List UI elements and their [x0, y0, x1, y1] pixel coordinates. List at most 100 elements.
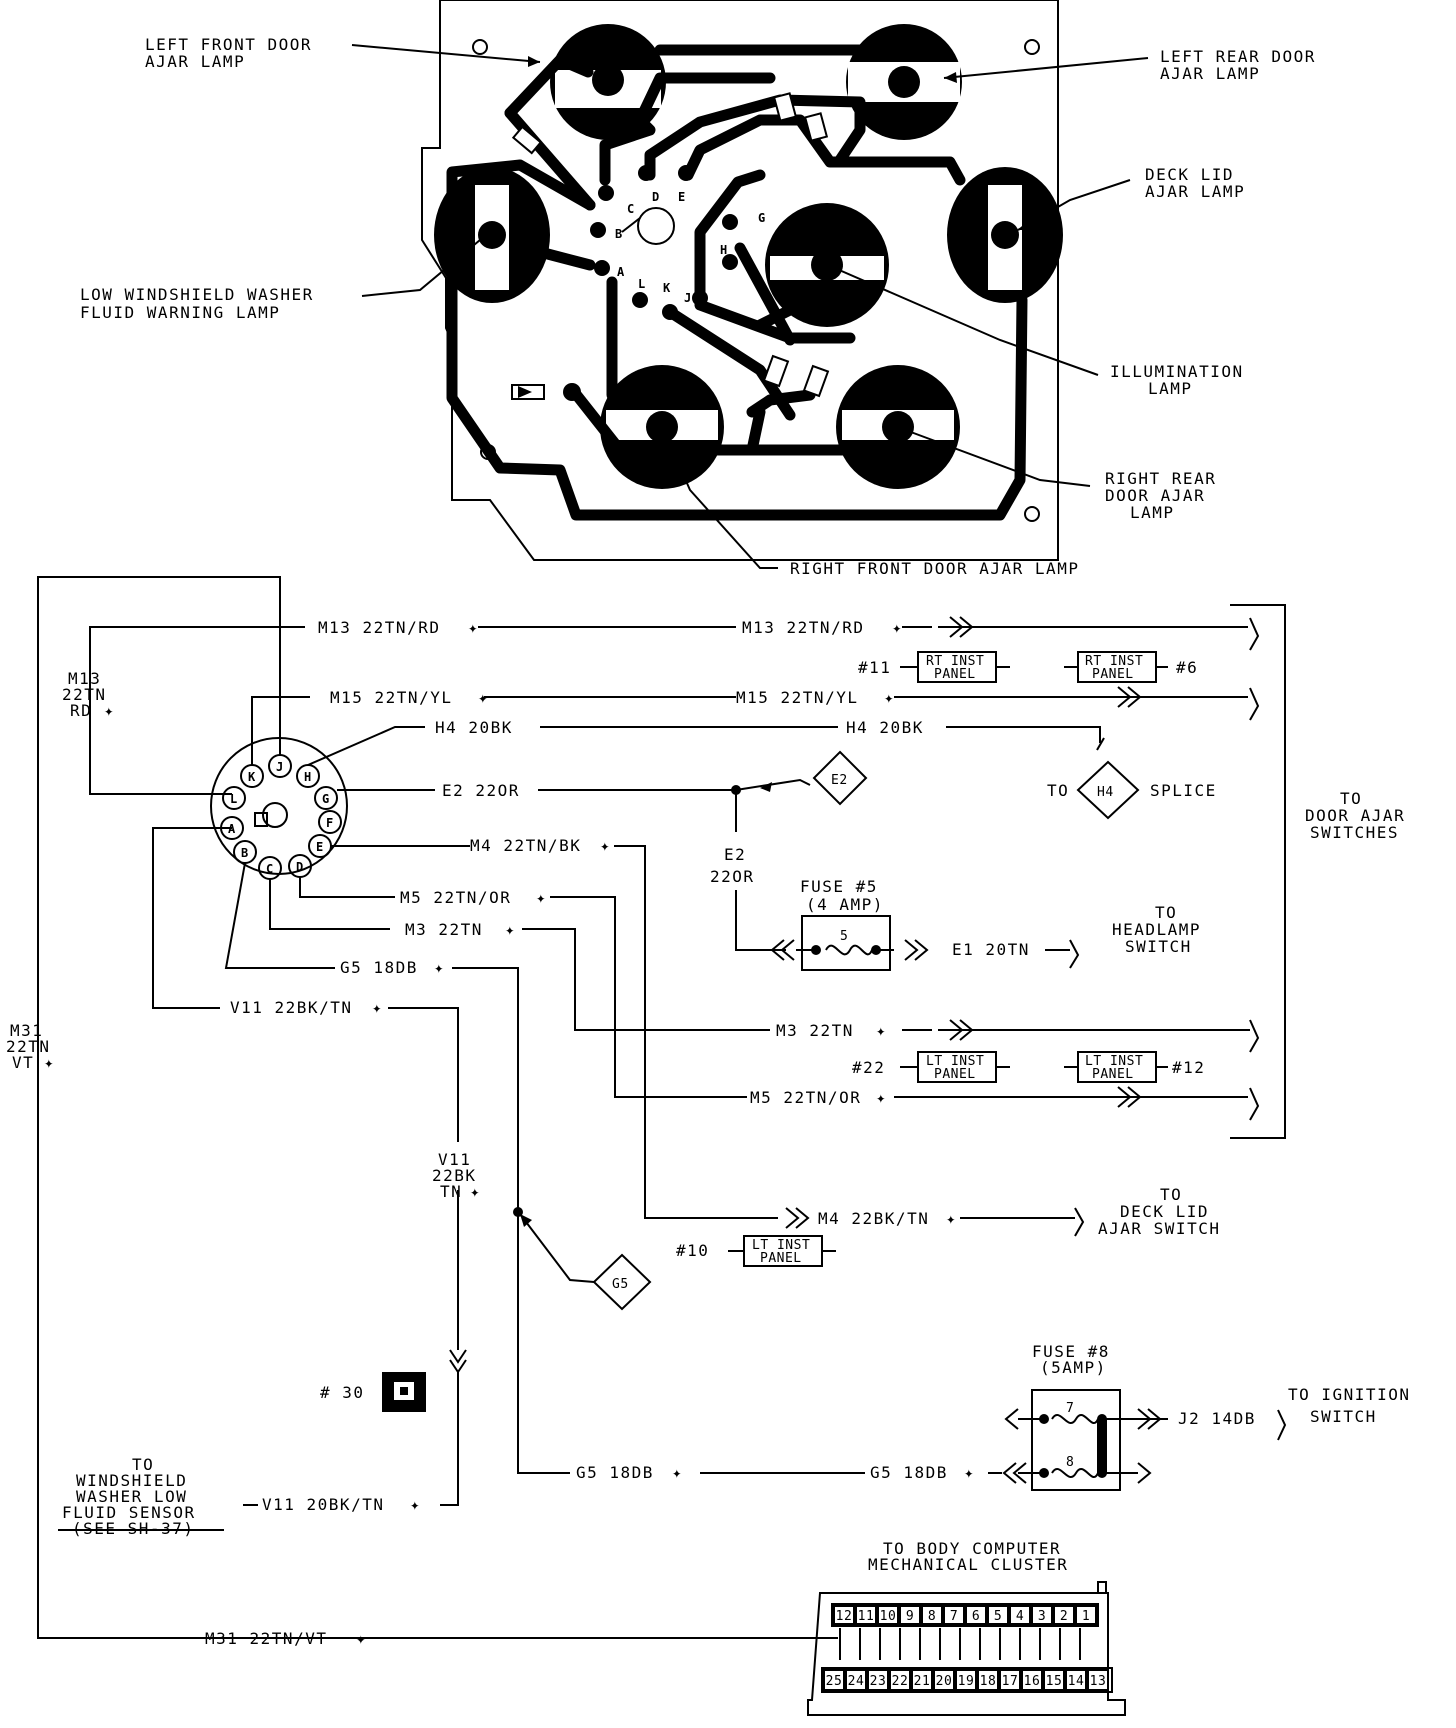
- bc-pin-number: 15: [1046, 1674, 1063, 1689]
- bc-pin-number: 3: [1038, 1609, 1046, 1624]
- bc-pin-box: [845, 1669, 867, 1691]
- wire-v11-vertical-2: 22BK: [432, 1166, 477, 1185]
- bc-pin-number: 11: [858, 1609, 875, 1624]
- wire-e2-vertical-2: 22OR: [710, 867, 755, 886]
- splice-h4: H4 TO SPLICE: [1047, 760, 1215, 820]
- wire-m31-vertical-2: 22TN: [6, 1037, 51, 1056]
- lt-inst-panel-c-1: LT INST: [752, 1238, 810, 1253]
- terminal-label: K: [663, 281, 671, 295]
- wire-g5-bottom-label: G5 18DB: [576, 1463, 654, 1482]
- lamp-left-rear-socket: [846, 24, 962, 140]
- fuse-8-label-2: (5AMP): [1040, 1358, 1107, 1377]
- lamp-washer-socket: [434, 167, 550, 303]
- lamp-callouts: LEFT FRONT DOOR AJAR LAMP LEFT REAR DOOR…: [80, 35, 1316, 578]
- lamp-left-front-label-1: LEFT FRONT DOOR: [145, 35, 312, 54]
- plus-mark: ✦: [356, 1629, 367, 1648]
- bc-pin-number: 17: [1002, 1674, 1019, 1689]
- lamp-washer-label-1: LOW WINDSHIELD WASHER: [80, 285, 314, 304]
- lamp-left-rear-label-1: LEFT REAR DOOR: [1160, 47, 1316, 66]
- bc-pin-number: 21: [914, 1674, 931, 1689]
- lamp-deck-lid-label-1: DECK LID: [1145, 165, 1234, 184]
- body-computer-label-2: MECHANICAL CLUSTER: [868, 1555, 1068, 1574]
- deck-lid-dest-label-1: TO: [1160, 1185, 1182, 1204]
- terminal-label: L: [638, 277, 645, 291]
- pin-label: C: [266, 862, 273, 876]
- rt-inst-panel-b-1: RT INST: [1085, 654, 1143, 669]
- bc-pin-number: 16: [1024, 1674, 1041, 1689]
- bc-pin-number: 13: [1090, 1674, 1107, 1689]
- plus-mark: ✦: [478, 688, 489, 707]
- plus-mark: ✦: [104, 701, 115, 720]
- wire-j2-label: J2 14DB: [1178, 1409, 1256, 1428]
- wire-h4-label-right: H4 20BK: [846, 718, 924, 737]
- h4-to-label: TO: [1047, 781, 1069, 800]
- lamp-right-rear-label-1: RIGHT REAR: [1105, 469, 1216, 488]
- pin-label: J: [276, 760, 283, 774]
- terminal-label: A: [617, 265, 625, 279]
- wire-m15-label-right: M15 22TN/YL: [736, 688, 858, 707]
- bc-pin-box: [965, 1605, 987, 1625]
- wire-m4-label: M4 22TN/BK: [470, 836, 581, 855]
- headlamp-label-3: SWITCH: [1125, 937, 1192, 956]
- bc-pin-number: 2: [1060, 1609, 1068, 1624]
- wire-terminations: [1069, 617, 1287, 1441]
- lamp-right-rear-label-2: DOOR AJAR: [1105, 486, 1205, 505]
- lamp-right-front-label: RIGHT FRONT DOOR AJAR LAMP: [790, 559, 1079, 578]
- fuse-5: 5 FUSE #5 (4 AMP): [796, 877, 894, 971]
- pin-label: D: [296, 860, 303, 874]
- wire-e2-label: E2 22OR: [442, 781, 520, 800]
- wire-m13-label-right: M13 22TN/RD: [742, 618, 864, 637]
- body-computer-label-1: TO BODY COMPUTER: [883, 1539, 1061, 1558]
- lt-panel-num-12: #12: [1172, 1058, 1205, 1077]
- washer-sensor-label-3: WASHER LOW: [76, 1487, 187, 1506]
- bc-pin-box: [955, 1669, 977, 1691]
- plus-mark: ✦: [600, 836, 611, 855]
- lamp-left-front-socket: [550, 24, 666, 140]
- lamp-left-rear-label-2: AJAR LAMP: [1160, 64, 1260, 83]
- bc-pin-box: [1087, 1669, 1109, 1691]
- bc-pin-number: 8: [928, 1609, 936, 1624]
- bc-pin-number: 4: [1016, 1609, 1024, 1624]
- washer-sensor-label-4: FLUID SENSOR: [62, 1503, 196, 1522]
- fuse-8-num-8: 8: [1066, 1455, 1074, 1470]
- rt-inst-panel-a-1: RT INST: [926, 654, 984, 669]
- washer-sensor-label-5: (SEE SH-37): [72, 1519, 194, 1538]
- pin-label: L: [230, 792, 237, 806]
- plus-mark: ✦: [946, 1209, 957, 1228]
- fuse-8-num-7: 7: [1066, 1401, 1074, 1416]
- plus-mark: ✦: [470, 1182, 481, 1201]
- bc-pin-box: [1031, 1605, 1053, 1625]
- plus-mark: ✦: [536, 888, 547, 907]
- plus-mark: ✦: [884, 688, 895, 707]
- bc-pin-box: [1075, 1605, 1097, 1625]
- plus-mark: ✦: [468, 618, 479, 637]
- bc-pin-box: [943, 1605, 965, 1625]
- wire-m5-label: M5 22TN/OR: [400, 888, 511, 907]
- rt-panel-num-6: #6: [1176, 658, 1198, 677]
- deck-lid-dest-label-3: AJAR SWITCH: [1098, 1219, 1220, 1238]
- bc-pin-box: [889, 1669, 911, 1691]
- round-connector: J K H L G F A E B C D: [210, 737, 348, 880]
- lt-panel-num-10: #10: [676, 1241, 709, 1260]
- connector-30-label: # 30: [320, 1383, 365, 1402]
- lamp-right-rear-socket: [836, 365, 960, 489]
- pin-label: H: [304, 770, 311, 784]
- lamp-illumination-label-1: ILLUMINATION: [1110, 362, 1244, 381]
- bc-pin-box: [933, 1669, 955, 1691]
- connector-30-icon: # 30: [320, 1372, 426, 1412]
- fuse-5-num: 5: [840, 929, 848, 944]
- fuse-5-label-1: FUSE #5: [800, 877, 878, 896]
- bc-pin-number: 12: [836, 1609, 853, 1624]
- pin-label: B: [241, 846, 248, 860]
- rt-inst-panel-b-2: PANEL: [1092, 667, 1134, 682]
- bc-pin-number: 7: [950, 1609, 958, 1624]
- lt-inst-panel-a-2: PANEL: [934, 1067, 976, 1082]
- bc-pin-number: 18: [980, 1674, 997, 1689]
- plus-mark: ✦: [964, 1463, 975, 1482]
- bc-pin-box: [977, 1669, 999, 1691]
- splice-e2: E2: [760, 750, 868, 806]
- splice-g5-label: G5: [612, 1277, 629, 1292]
- fuse-5-label-2: (4 AMP): [806, 895, 884, 914]
- lamp-right-front-socket: [600, 365, 724, 489]
